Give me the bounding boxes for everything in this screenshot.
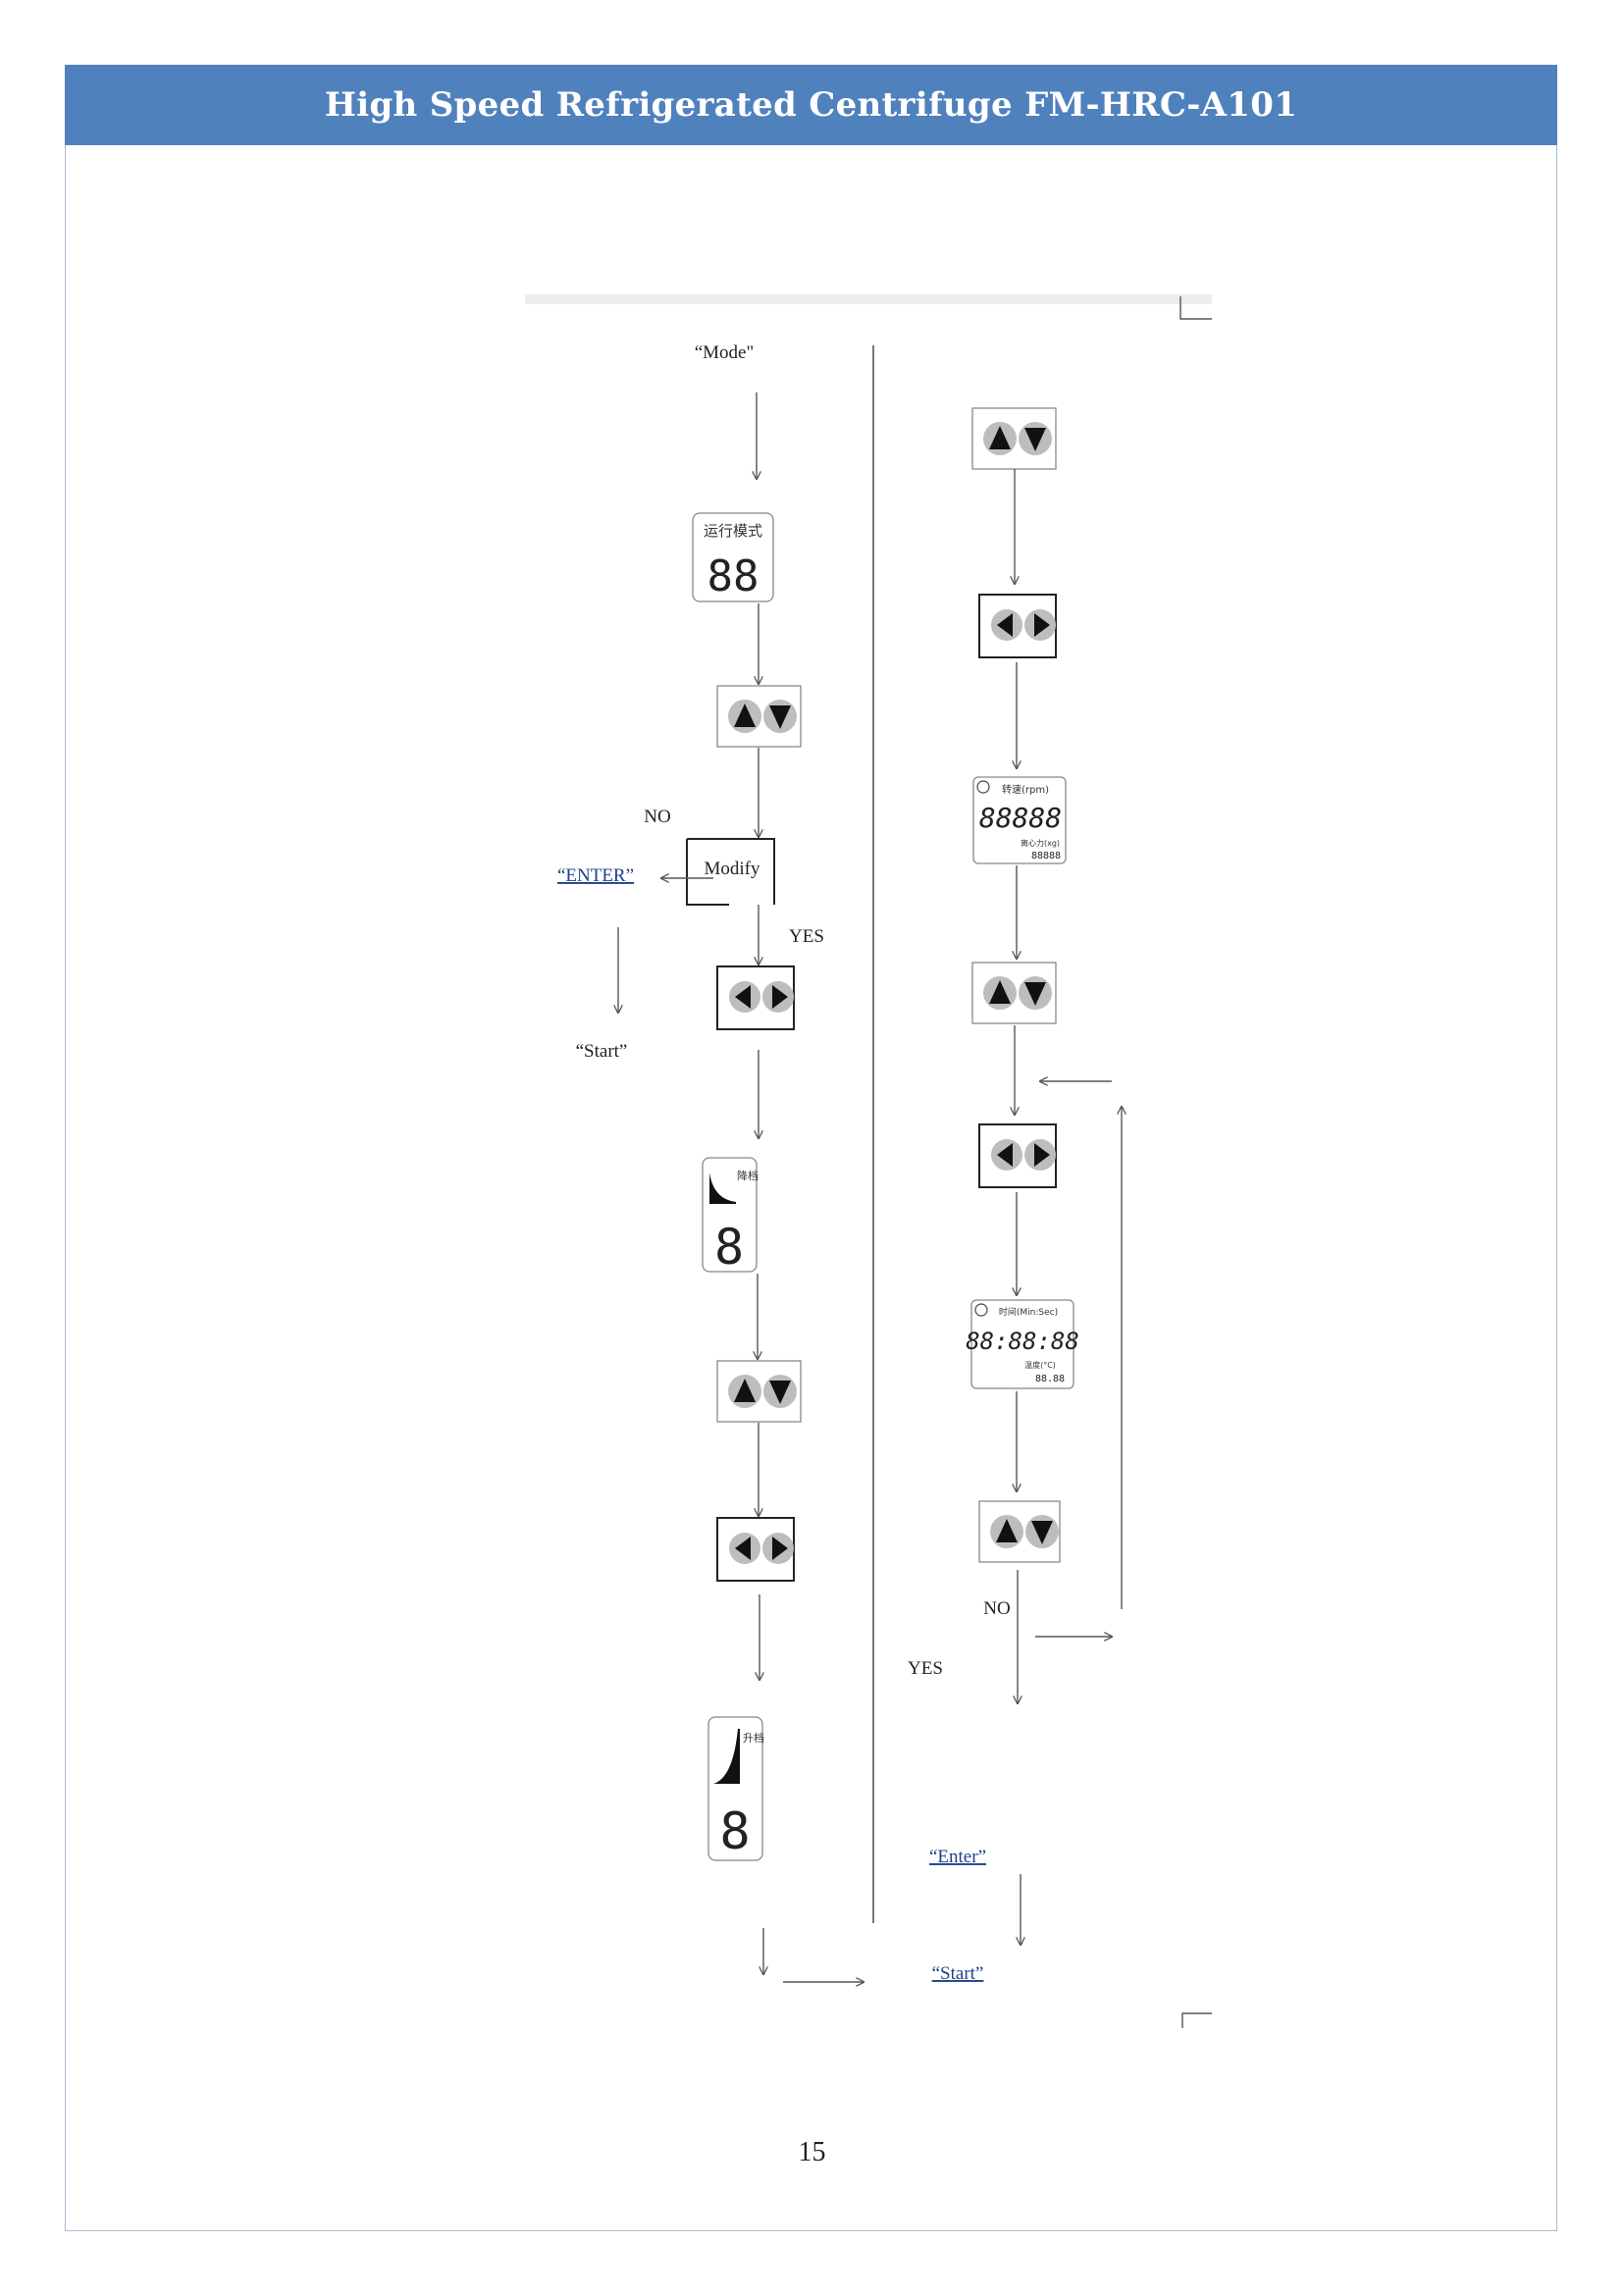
- header-title: High Speed Refrigerated Centrifuge FM-HR…: [324, 85, 1298, 125]
- right-no-label: NO: [983, 1598, 1010, 1619]
- updown-keys-2: [716, 1360, 802, 1423]
- right-yes-label: YES: [908, 1658, 943, 1679]
- enter-link-left[interactable]: “ENTER”: [557, 865, 634, 886]
- force-caption: 离心力(xg): [1021, 838, 1060, 848]
- modify-decision-box: Modify: [686, 838, 775, 906]
- updown-keys-r3: [978, 1500, 1061, 1563]
- speed-caption: 转速(rpm): [1002, 783, 1049, 796]
- mode-start-label: “Mode": [695, 342, 755, 363]
- figure-corner-mark-bottom: [1181, 2012, 1212, 2028]
- acceleration-caption: 升档: [743, 1731, 764, 1745]
- run-mode-digits: 88: [707, 551, 760, 601]
- deceleration-caption: 降档: [737, 1169, 759, 1182]
- speed-digits: 88888: [979, 802, 1062, 834]
- enter-link-right[interactable]: “Enter”: [929, 1847, 986, 1867]
- start-link-right[interactable]: “Start”: [932, 1963, 984, 1984]
- deceleration-digit: 8: [714, 1219, 744, 1276]
- speed-display: 转速(rpm) 88888 离心力(xg) 88888: [972, 776, 1067, 864]
- acceleration-display: 升档 8: [707, 1716, 764, 1861]
- temperature-caption: 温度(°C): [1024, 1360, 1056, 1370]
- time-digits: 88:88:88: [966, 1328, 1079, 1355]
- time-caption: 时间(Min:Sec): [999, 1306, 1058, 1318]
- acceleration-digit: 8: [719, 1802, 750, 1861]
- leftright-keys-2: [716, 1517, 795, 1582]
- leftright-keys-r1: [978, 594, 1057, 658]
- start-label-left: “Start”: [576, 1041, 628, 1062]
- leftright-keys-r2: [978, 1123, 1057, 1188]
- modify-yes-label: YES: [789, 926, 824, 947]
- run-mode-caption: 运行模式: [704, 522, 762, 540]
- updown-keys-r2: [971, 962, 1057, 1024]
- time-display: 时间(Min:Sec) 88:88:88 温度(°C) 88.88: [966, 1299, 1079, 1389]
- run-mode-display: 运行模式 88: [692, 512, 774, 602]
- deceleration-display: 降档 8: [702, 1157, 759, 1276]
- updown-keys-1: [716, 685, 802, 748]
- modify-label: Modify: [705, 859, 761, 879]
- force-digits: 88888: [1031, 851, 1061, 861]
- page-number: 15: [798, 2137, 826, 2167]
- figure-top-edge: [525, 294, 1212, 304]
- updown-keys-r1: [971, 407, 1057, 470]
- temperature-digits: 88.88: [1035, 1374, 1065, 1384]
- figure-corner-mark-top: [1179, 296, 1212, 320]
- modify-no-label: NO: [644, 807, 670, 827]
- page-header: High Speed Refrigerated Centrifuge FM-HR…: [65, 65, 1557, 145]
- leftright-keys-1: [716, 965, 795, 1030]
